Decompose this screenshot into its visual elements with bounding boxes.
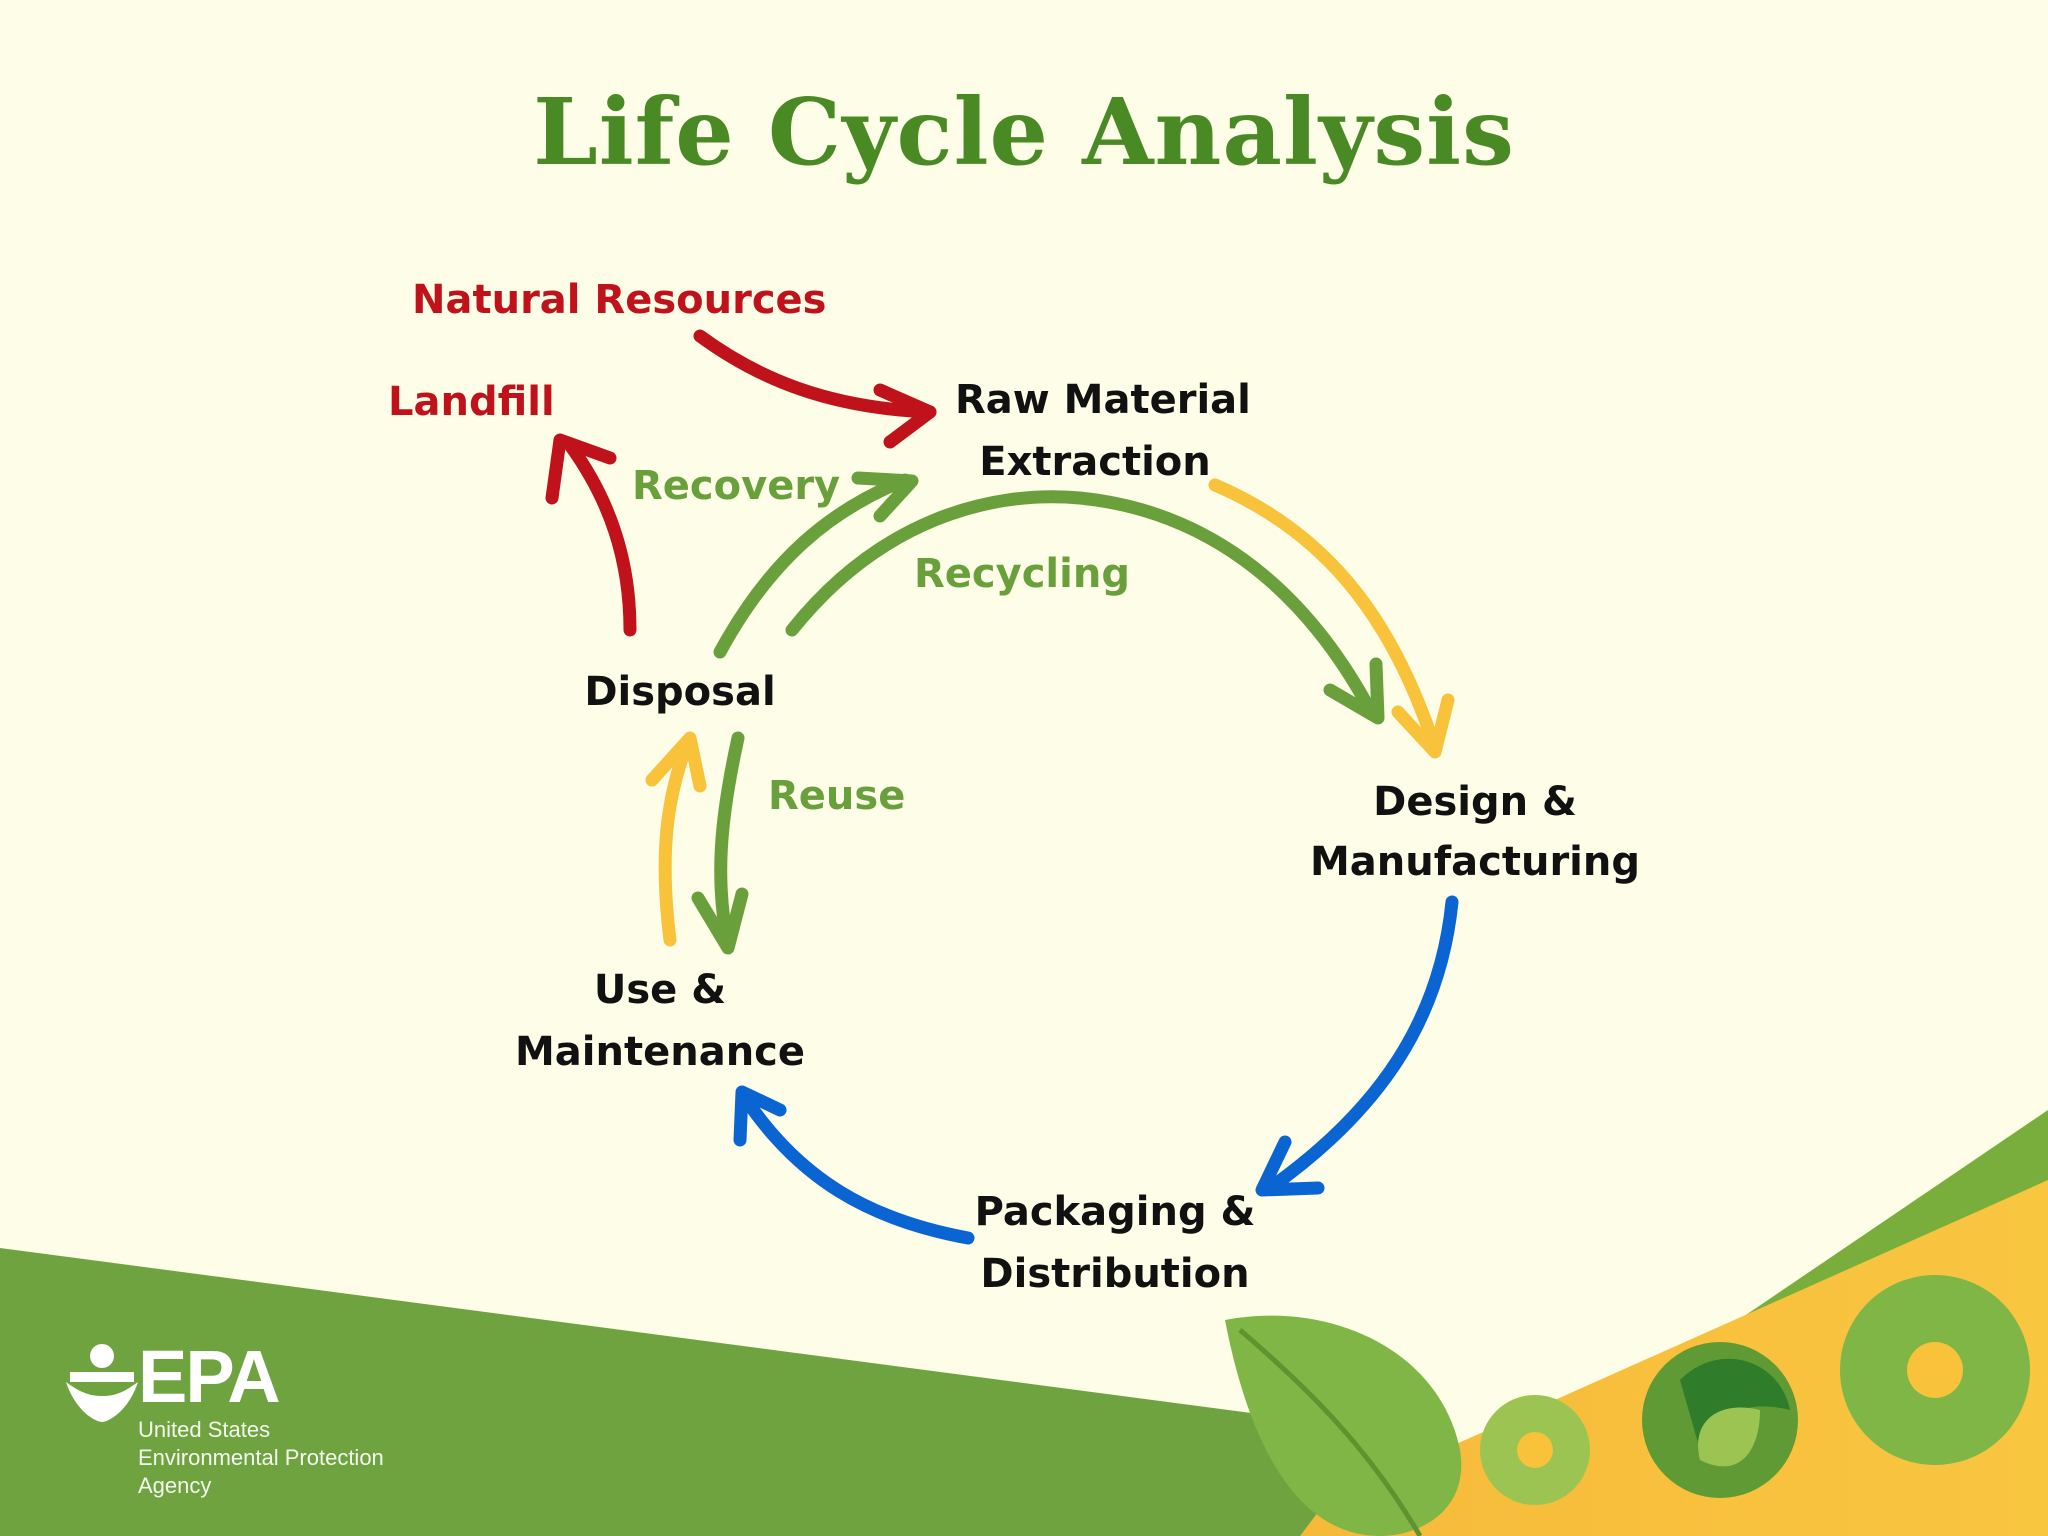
arrow-recovery-head [851, 471, 919, 523]
label-raw-material-line2: Extraction [979, 439, 1211, 485]
arrow-design-to-packaging-head [1255, 1135, 1325, 1197]
arrow-raw-to-design [1208, 478, 1442, 755]
arrow-packaging-to-use [738, 1091, 975, 1245]
label-packaging-line2: Distribution [980, 1251, 1250, 1297]
gear-large-icon [1840, 1275, 2030, 1465]
epa-agency-name: United States Environmental Protection A… [138, 1416, 384, 1500]
label-use-line1: Use & [593, 967, 727, 1013]
arrow-disposal-to-landfill-head [545, 433, 617, 505]
label-design-line1: Design & [1373, 779, 1577, 825]
label-reuse: Reuse [768, 773, 906, 819]
leaf-icon [1225, 1315, 1462, 1536]
label-natural-resources: Natural Resources [412, 277, 827, 323]
arrow-recycling-head [1323, 657, 1385, 725]
arrow-disposal-to-landfill [563, 438, 637, 637]
arrow-recycling [785, 490, 1377, 717]
label-raw-material-line1: Raw Material [955, 377, 1251, 423]
label-packaging-line1: Packaging & [974, 1189, 1256, 1235]
arrow-reuse [714, 731, 745, 952]
page-title: Life Cycle Analysis [533, 78, 1515, 186]
epa-wordmark: EPA [138, 1335, 281, 1418]
arrow-packaging-to-use-head [733, 1085, 787, 1147]
label-disposal: Disposal [584, 669, 776, 715]
label-design-line2: Manufacturing [1310, 839, 1640, 885]
arrow-resources-to-raw-head [873, 383, 937, 449]
arrow-use-to-disposal [658, 735, 695, 947]
recycle-leaf-icon [1642, 1342, 1798, 1498]
epa-line-2: Environmental Protection [138, 1445, 384, 1470]
arrow-reuse-head [691, 887, 749, 955]
arrow-use-to-disposal-head [645, 731, 707, 793]
arrow-recovery [713, 473, 912, 659]
arrow-raw-to-design-head [1391, 693, 1455, 759]
label-use-line2: Maintenance [514, 1029, 806, 1075]
epa-line-1: United States [138, 1417, 271, 1442]
arrow-resources-to-raw [693, 329, 937, 419]
label-recovery: Recovery [632, 463, 841, 509]
green-band-bottom [0, 1248, 1380, 1536]
label-recycling: Recycling [914, 551, 1130, 597]
epa-line-3: Agency [138, 1473, 212, 1498]
arrow-design-to-packaging [1263, 895, 1459, 1195]
epa-flower-icon [66, 1344, 138, 1422]
gear-small-icon [1480, 1395, 1590, 1505]
label-landfill: Landfill [388, 379, 555, 425]
